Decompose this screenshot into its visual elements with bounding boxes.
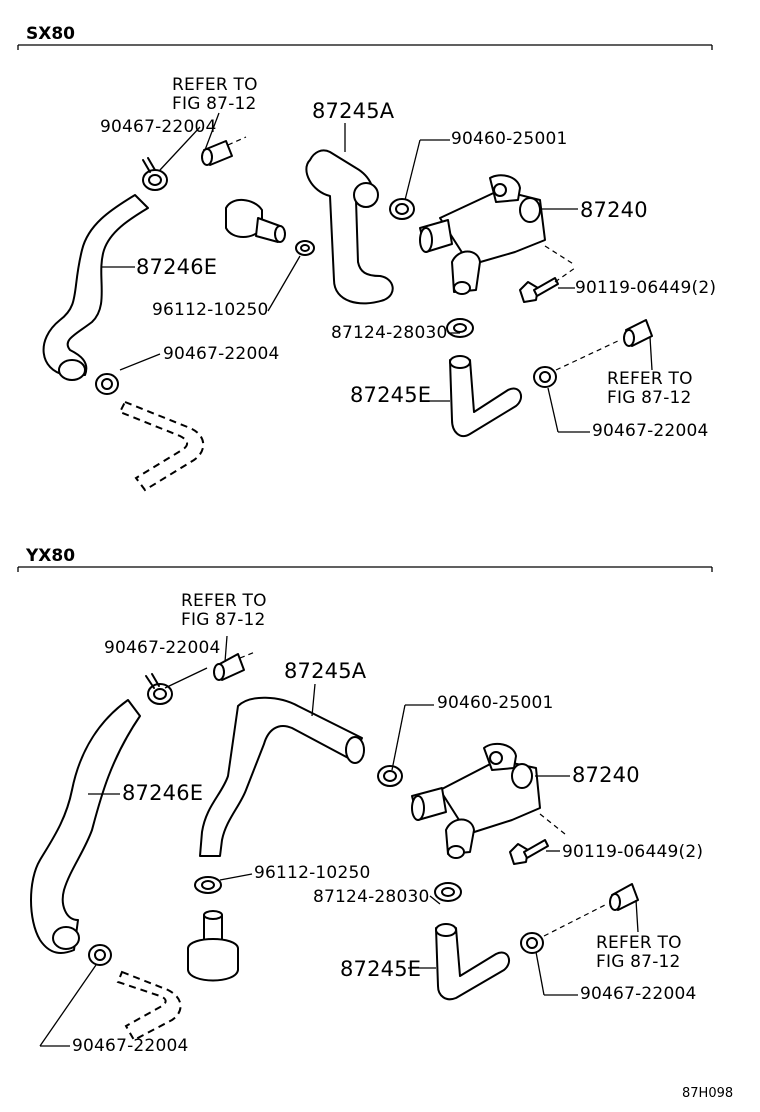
hose-clamp-lower-left-b <box>88 944 112 966</box>
refer-fig-label-bottom-2: FIG 87-12 <box>596 952 681 972</box>
part-label-90467-lower-right: 90467-22004 <box>592 421 709 441</box>
part-label-90460: 90460-25001 <box>451 129 568 149</box>
connector-96112 <box>225 199 286 243</box>
section-title-sx80: SX80 <box>26 24 76 44</box>
leader-lines-bottom <box>39 635 639 1047</box>
hose-87245a-b <box>199 696 365 857</box>
part-label-87240: 87240 <box>580 198 648 222</box>
refer-fig-label-bottom-1: FIG 87-12 <box>181 610 266 630</box>
clamp-87124-b <box>434 882 462 902</box>
hose-87246e-b <box>30 699 141 954</box>
refer-label-bottom-2: REFER TO <box>596 933 682 953</box>
refer-label-top-2: REFER TO <box>607 369 693 389</box>
pipe-stub-top-left <box>201 136 247 166</box>
hose-clamp-90460-b <box>377 765 403 787</box>
dashed-hose-lower-left <box>118 400 205 492</box>
hose-87246e <box>42 194 149 381</box>
part-label-87245e-b: 87245E <box>340 957 422 981</box>
section-title-yx80: YX80 <box>26 546 76 566</box>
refer-label-bottom-1: REFER TO <box>181 591 267 611</box>
clamp-87124 <box>446 318 474 338</box>
part-label-90467-upper-b: 90467-22004 <box>104 638 221 658</box>
part-label-96112: 96112-10250 <box>152 300 269 320</box>
part-label-87246e: 87246E <box>136 255 218 279</box>
part-label-87245e: 87245E <box>350 383 432 407</box>
hose-87245a <box>305 149 394 305</box>
part-label-90467-lower-left-b: 90467-22004 <box>72 1036 189 1056</box>
part-label-87245a: 87245A <box>312 99 395 123</box>
refer-fig-label-top-1: FIG 87-12 <box>172 94 257 114</box>
dashed-hose-lower-left-b <box>116 970 182 1042</box>
part-label-87124: 87124-28030 <box>331 323 448 343</box>
part-label-90467-lower-left: 90467-22004 <box>163 344 280 364</box>
pipe-stub-bottom-left <box>213 651 256 681</box>
part-label-90119-b: 90119-06449(2) <box>562 842 704 862</box>
part-label-90460-b: 90460-25001 <box>437 693 554 713</box>
part-label-90467-upper: 90467-22004 <box>100 117 217 137</box>
part-label-87124-b: 87124-28030 <box>313 887 430 907</box>
vacuum-valve-87240 <box>419 174 546 295</box>
section-rule-top <box>17 44 713 50</box>
hose-87245e <box>449 355 523 438</box>
leader-lines-top <box>102 112 653 433</box>
hose-clamp-lower-left <box>95 373 119 395</box>
figure-code: 87H098 <box>682 1086 734 1101</box>
clamp-96112 <box>295 240 315 256</box>
connector-96112-b <box>187 910 239 982</box>
hose-clamp-upper-left-b <box>145 673 173 705</box>
hose-clamp-lower-right <box>533 339 621 388</box>
part-label-87240-b: 87240 <box>572 763 640 787</box>
hose-clamp-lower-right-b <box>520 904 606 954</box>
section-rule-bottom <box>17 566 713 572</box>
part-label-90467-lower-right-b: 90467-22004 <box>580 984 697 1004</box>
bolt-90119-b <box>509 813 566 865</box>
part-label-87246e-b: 87246E <box>122 781 204 805</box>
refer-label-top-1: REFER TO <box>172 75 258 95</box>
bolt-90119 <box>519 245 576 303</box>
part-label-96112-b: 96112-10250 <box>254 863 371 883</box>
part-label-90119: 90119-06449(2) <box>575 278 717 298</box>
hose-clamp-90460 <box>389 198 415 220</box>
hose-87245e-b <box>435 923 511 1001</box>
clamp-96112-b <box>194 876 222 894</box>
pipe-stub-top-right <box>623 319 653 347</box>
refer-fig-label-top-2: FIG 87-12 <box>607 388 692 408</box>
hose-clamp-upper-left <box>142 157 168 191</box>
part-label-87245a-b: 87245A <box>284 659 367 683</box>
pipe-stub-bottom-right <box>609 883 639 911</box>
vacuum-valve-87240-b <box>411 742 541 859</box>
